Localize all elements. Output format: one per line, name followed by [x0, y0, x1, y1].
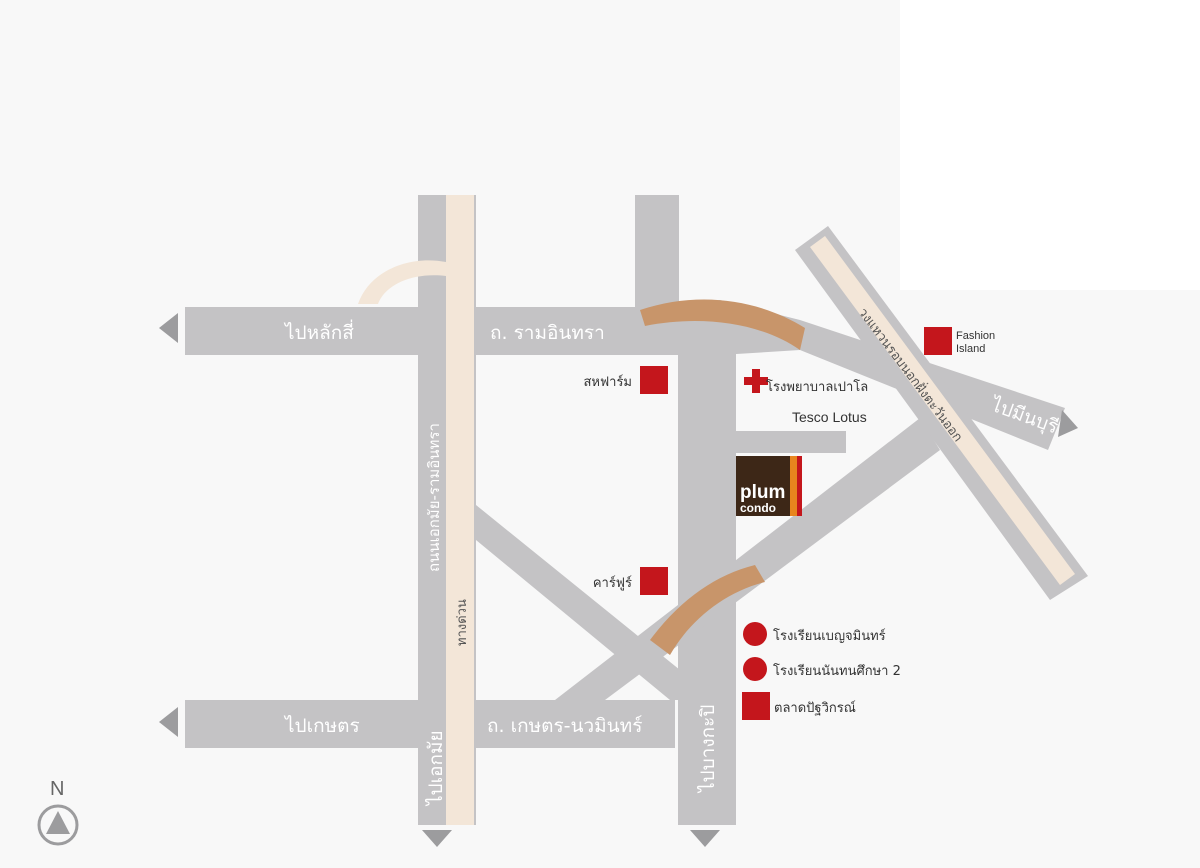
- marker-school-1-circle-icon: [743, 622, 767, 646]
- label-school-1: โรงเรียนเบญจมินทร์: [773, 628, 886, 644]
- label-school-2: โรงเรียนนันทนศึกษา 2: [773, 663, 901, 679]
- marker-safari-square-icon: [640, 366, 668, 394]
- label-to-bang-kapi: ไปบางกะปิ: [697, 705, 719, 794]
- label-fashion-island-line2: Island: [956, 343, 985, 355]
- compass-ring-icon: [37, 804, 79, 846]
- label-ram-intra: ถ. รามอินทรา: [490, 322, 605, 344]
- north-compass: N: [37, 778, 79, 846]
- marker-fashion-island-square-icon: [924, 327, 952, 355]
- label-market: ตลาดปัฐวิกรณ์: [774, 700, 856, 716]
- compass-label: N: [50, 778, 64, 800]
- expressway-ramp: [358, 260, 446, 304]
- arrow-south-right-icon: [690, 830, 720, 847]
- hospital-cross-icon: [744, 369, 768, 393]
- label-safari: สหฟาร์ม: [583, 374, 632, 390]
- logo-text-plum: plum: [740, 482, 785, 503]
- flyover-kaset: [650, 565, 765, 655]
- label-tesco-lotus: Tesco Lotus: [792, 409, 867, 425]
- expressway-strip: [446, 195, 474, 825]
- road-network: [185, 195, 1088, 825]
- marker-carrefour-square-icon: [640, 567, 668, 595]
- label-carrefour: คาร์ฟูร์: [593, 575, 632, 591]
- label-hospital: โรงพยาบาลเปาโล: [766, 379, 868, 395]
- logo-text-condo: condo: [740, 501, 776, 515]
- compass-arrow-icon: [46, 811, 70, 834]
- flyover-ram-intra: [640, 299, 805, 350]
- logo-accent-stripe-red: [797, 456, 802, 516]
- logo-accent-stripe: [790, 456, 797, 516]
- road-outer-ring-center: [810, 236, 1075, 585]
- label-fashion-island-line1: Fashion: [956, 330, 995, 342]
- map-corner-panel: [900, 0, 1200, 290]
- road-tesco-access: [736, 431, 846, 453]
- arrow-east-icon: [1058, 410, 1078, 437]
- label-ekkamai-ramintra: ถนนเอกมัย-รามอินทรา: [425, 423, 443, 572]
- arrow-west-lower-icon: [159, 707, 178, 737]
- marker-market-square-icon: [742, 692, 770, 720]
- label-expressway: ทางด่วน: [455, 599, 470, 646]
- road-ram-intra: [185, 300, 1065, 450]
- label-kaset-nawamin: ถ. เกษตร-นวมินทร์: [487, 715, 642, 737]
- road-diagonal-east: [555, 418, 940, 700]
- label-to-ekkamai: ไปเอกมัย: [425, 730, 447, 807]
- label-to-lak-si: ไปหลักสี่: [283, 319, 354, 344]
- plum-condo-logo: plum condo: [736, 456, 802, 516]
- arrow-south-left-icon: [422, 830, 452, 847]
- road-north-spur: [635, 195, 679, 355]
- arrow-west-upper-icon: [159, 313, 178, 343]
- marker-school-2-circle-icon: [743, 657, 767, 681]
- label-to-kaset: ไปเกษตร: [283, 715, 360, 737]
